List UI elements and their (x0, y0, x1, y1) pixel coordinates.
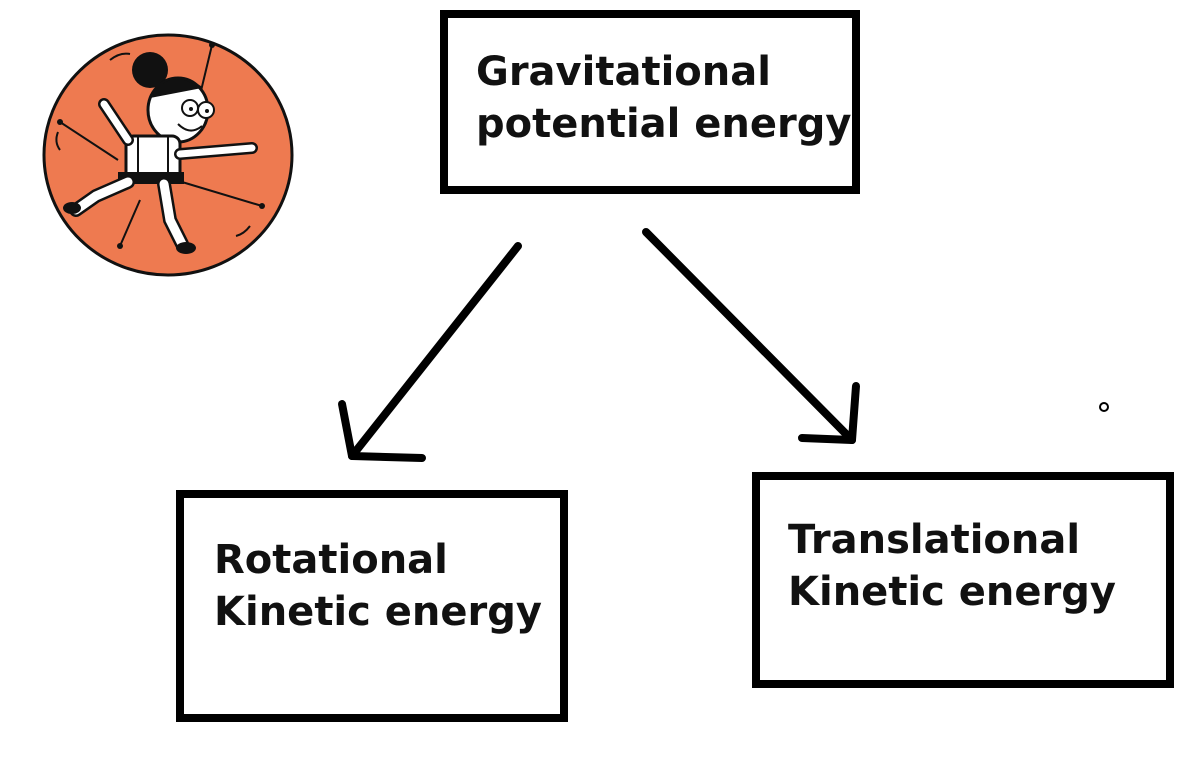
node-label-line1: Rotational (214, 537, 448, 583)
cartoon-person-icon (42, 33, 294, 277)
node-label: Translational Kinetic energy (788, 514, 1116, 618)
node-label: Rotational Kinetic energy (214, 534, 542, 638)
stray-dot (1099, 402, 1109, 412)
arrow-to-translational (642, 228, 860, 444)
node-label-line2: potential energy (476, 101, 852, 147)
node-rotational-kinetic-energy: Rotational Kinetic energy (176, 490, 568, 722)
node-label: Gravitational potential energy (476, 46, 851, 150)
node-label-line2: Kinetic energy (214, 589, 542, 635)
node-translational-kinetic-energy: Translational Kinetic energy (752, 472, 1174, 688)
node-label-line2: Kinetic energy (788, 569, 1116, 615)
arrow-to-rotational (338, 242, 522, 462)
node-label-line1: Translational (788, 517, 1081, 563)
node-gravitational-potential-energy: Gravitational potential energy (440, 10, 860, 194)
node-label-line1: Gravitational (476, 49, 771, 95)
